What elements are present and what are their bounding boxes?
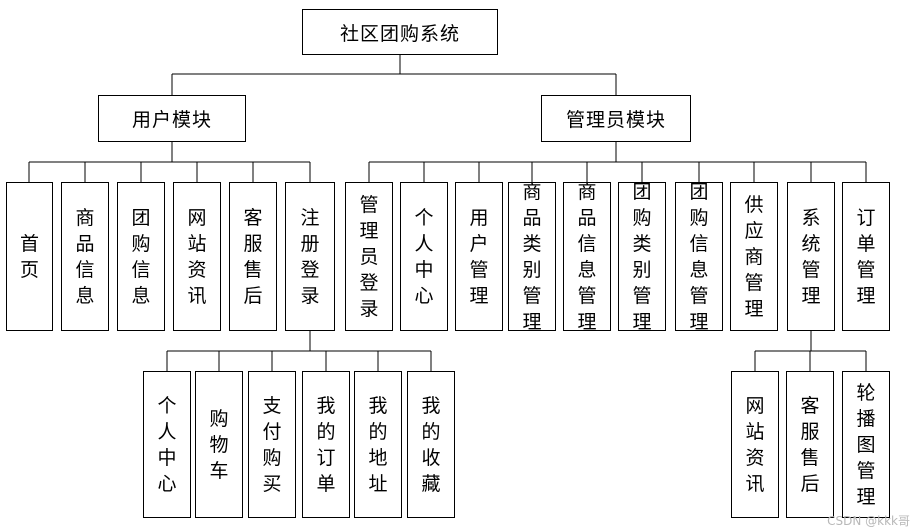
register-item-my-address: 我的地址 [354,371,402,518]
admin-item-system-management: 系统管理 [787,182,835,331]
user-item-label: 团购信息 [131,206,151,307]
register-item-label: 我的地址 [368,394,388,495]
register-item-label: 个人中心 [157,394,177,495]
register-item-cart: 购物车 [195,371,243,518]
system-item-label: 客服售后 [800,394,820,495]
register-item-payment: 支付购买 [248,371,296,518]
admin-item-product-info-management: 商品信息管理 [563,181,611,333]
admin-item-supplier-management: 供应商管理 [730,182,778,331]
admin-item-label: 个人中心 [414,206,434,307]
register-item-personal-center: 个人中心 [143,371,191,518]
user-item-label: 首页 [20,232,40,281]
user-item-product-info: 商品信息 [61,182,109,331]
admin-module-label: 管理员模块 [565,109,666,131]
user-item-label: 商品信息 [75,206,95,307]
user-item-home: 首页 [6,182,53,331]
system-item-customer-service: 客服售后 [786,371,834,518]
register-item-my-favorites: 我的收藏 [407,371,455,518]
user-item-label: 注册登录 [300,206,320,307]
admin-item-label: 团购类别管理 [632,180,652,333]
admin-item-personal-center: 个人中心 [400,182,448,331]
user-item-groupbuy-info: 团购信息 [117,182,165,331]
system-item-label: 轮播图管理 [856,381,876,508]
admin-item-label: 商品类别管理 [522,180,542,333]
admin-item-order-management: 订单管理 [842,182,890,331]
user-module-label: 用户模块 [131,109,212,131]
system-item-site-news: 网站资讯 [731,371,779,518]
user-item-register-login: 注册登录 [285,182,335,331]
admin-item-product-category-management: 商品类别管理 [508,181,556,333]
register-item-label: 我的订单 [316,394,336,495]
user-item-site-news: 网站资讯 [173,182,221,331]
admin-item-label: 商品信息管理 [577,180,597,333]
register-item-label: 支付购买 [262,394,282,495]
register-item-my-orders: 我的订单 [302,371,350,518]
admin-item-admin-login: 管理员登录 [345,182,393,331]
admin-item-label: 系统管理 [801,206,821,307]
admin-item-user-management: 用户管理 [455,182,503,331]
admin-item-label: 管理员登录 [359,193,379,320]
watermark-text: CSDN @kkk哥 [827,514,910,528]
user-item-customer-service: 客服售后 [229,182,277,331]
root-node: 社区团购系统 [302,9,498,55]
admin-module-node: 管理员模块 [541,95,691,142]
system-item-label: 网站资讯 [745,394,765,495]
admin-item-groupbuy-category-management: 团购类别管理 [618,181,666,333]
admin-item-label: 团购信息管理 [689,180,709,333]
system-item-carousel-management: 轮播图管理 [842,371,890,518]
register-item-label: 我的收藏 [421,394,441,495]
user-item-label: 网站资讯 [187,206,207,307]
register-item-label: 购物车 [209,407,229,482]
admin-item-groupbuy-info-management: 团购信息管理 [675,181,723,333]
admin-item-label: 供应商管理 [744,193,764,320]
admin-item-label: 订单管理 [856,206,876,307]
user-item-label: 客服售后 [243,206,263,307]
admin-item-label: 用户管理 [469,206,489,307]
root-label: 社区团购系统 [339,22,460,45]
user-module-node: 用户模块 [98,95,246,142]
